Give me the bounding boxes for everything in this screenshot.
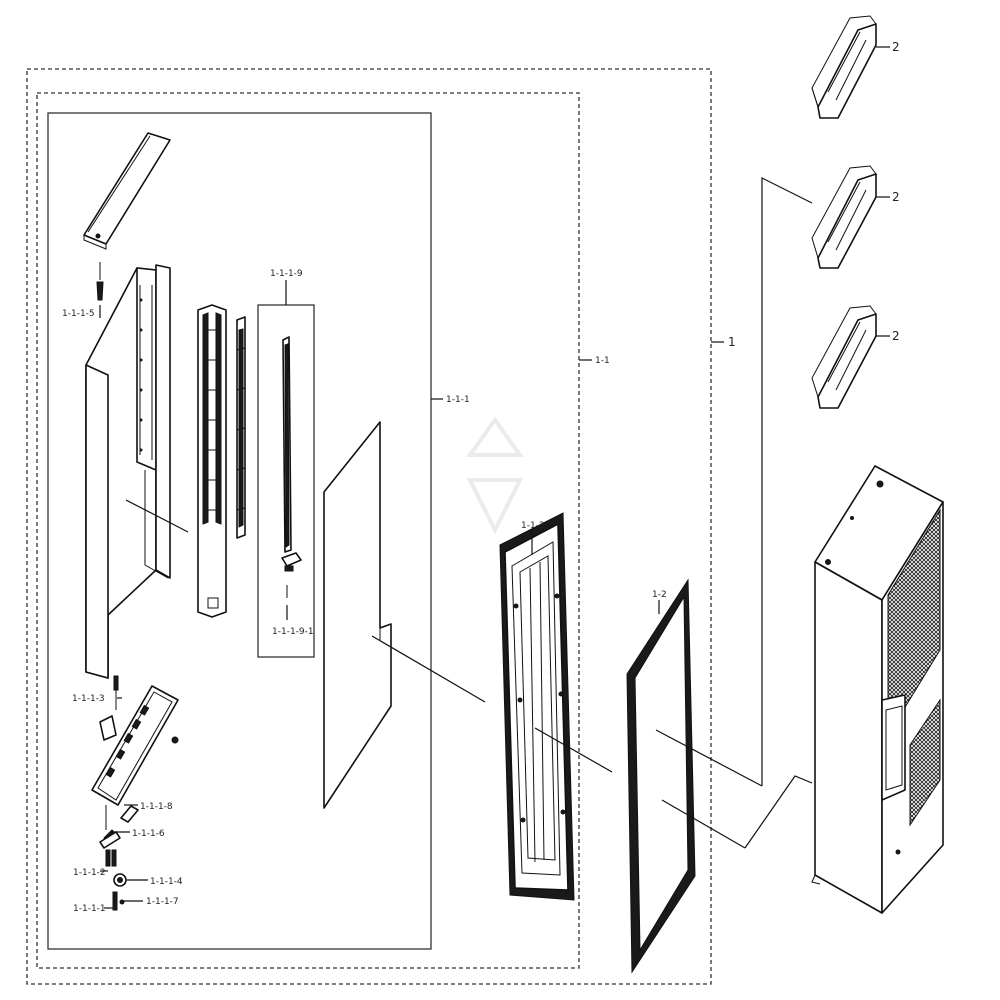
- door-bin-middle: [811, 165, 890, 269]
- door-outer-shell: [85, 264, 189, 679]
- door-liner: [499, 512, 613, 901]
- watermark-logo: [466, 416, 524, 535]
- small-parts-cluster: [99, 805, 139, 911]
- label-1-1-1-3: 1-1-1-3: [72, 694, 105, 704]
- label-1-1-1-9-1: 1-1-1-9-1: [272, 627, 314, 637]
- screw-icon: [96, 262, 104, 318]
- label-2-top: 2: [892, 40, 900, 54]
- control-panel: [91, 675, 179, 806]
- label-1-1-2: 1-1-2: [521, 521, 545, 531]
- label-1: 1: [728, 335, 736, 349]
- label-1-1-1-8: 1-1-1-8: [140, 802, 173, 812]
- glass-panel: [323, 421, 486, 809]
- door-frame-rail: [197, 304, 227, 618]
- door-bin-top: [811, 15, 890, 119]
- label-1-1-1-7: 1-1-1-7: [146, 897, 179, 907]
- label-1-1-1-1: 1-1-1-1: [73, 904, 106, 914]
- label-1-1: 1-1: [595, 356, 610, 366]
- group-9-bar: [281, 336, 302, 620]
- door-bin-bottom: [811, 305, 890, 409]
- label-1-2: 1-2: [652, 590, 667, 600]
- label-1-1-1-6: 1-1-1-6: [132, 829, 165, 839]
- label-1-1-1-5: 1-1-1-5: [62, 309, 95, 319]
- door-top-cover: [83, 132, 171, 250]
- assembly-1-outline: [26, 68, 712, 985]
- label-1-1-1-9: 1-1-1-9: [270, 269, 303, 279]
- leader-lines: [744, 177, 813, 849]
- label-2-middle: 2: [892, 190, 900, 204]
- refrigerator-cabinet: [811, 465, 944, 914]
- label-1-1-1: 1-1-1: [446, 395, 470, 405]
- assembly-1-1-outline: [36, 92, 580, 969]
- label-1-1-1-4: 1-1-1-4: [150, 877, 183, 887]
- assembly-1-1-1-outline: [47, 112, 432, 950]
- hinge-strip: [236, 316, 246, 539]
- label-1-1-1-2: 1-1-1-2: [73, 868, 106, 878]
- label-ticks: [100, 280, 724, 909]
- door-gasket: [626, 578, 763, 974]
- label-2-bottom: 2: [892, 329, 900, 343]
